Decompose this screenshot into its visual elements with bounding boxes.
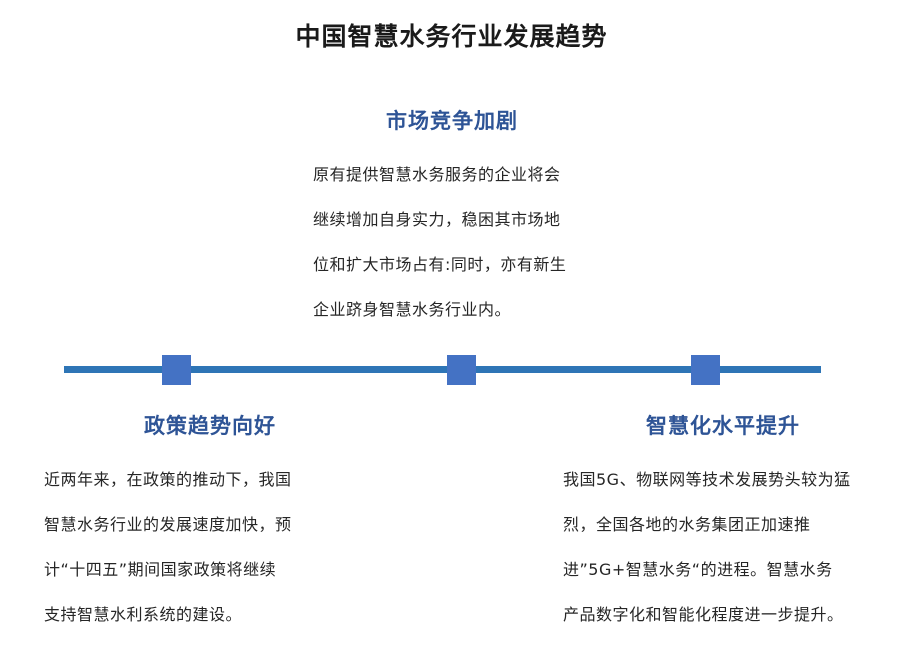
section-heading-market-competition: 市场竞争加剧: [386, 109, 518, 133]
timeline-marker-1: [162, 355, 191, 385]
body-line: 计“十四五”期间国家政策将继续: [44, 560, 277, 579]
body-line: 原有提供智慧水务服务的企业将会: [313, 165, 561, 184]
section-heading-policy-trend: 政策趋势向好: [144, 414, 276, 438]
body-line: 我国5G、物联网等技术发展势头较为猛: [563, 470, 851, 489]
body-line: 智慧水务行业的发展速度加快，预: [44, 515, 292, 534]
timeline-marker-2: [447, 355, 476, 385]
body-line: 支持智慧水利系统的建设。: [44, 605, 243, 624]
timeline-marker-3: [691, 355, 720, 385]
section-body-market-competition: 原有提供智慧水务服务的企业将会 继续增加自身实力，稳困其市场地 位和扩大市场占有…: [313, 152, 613, 332]
section-body-intelligence-level: 我国5G、物联网等技术发展势头较为猛 烈，全国各地的水务集团正加速推 进”5G+…: [563, 457, 883, 637]
section-body-policy-trend: 近两年来，在政策的推动下，我国 智慧水务行业的发展速度加快，预 计“十四五”期间…: [44, 457, 344, 637]
body-line: 进”5G+智慧水务“的进程。智慧水务: [563, 560, 833, 579]
section-heading-intelligence-level: 智慧化水平提升: [646, 414, 800, 438]
body-line: 产品数字化和智能化程度进一步提升。: [563, 605, 844, 624]
body-line: 企业跻身智慧水务行业内。: [313, 300, 512, 319]
body-line: 继续增加自身实力，稳困其市场地: [313, 210, 561, 229]
body-line: 烈，全国各地的水务集团正加速推: [563, 515, 811, 534]
body-line: 近两年来，在政策的推动下，我国: [44, 470, 292, 489]
timeline-axis: [64, 366, 821, 373]
page-title: 中国智慧水务行业发展趋势: [295, 22, 608, 51]
body-line: 位和扩大市场占有:同时，亦有新生: [313, 255, 567, 274]
